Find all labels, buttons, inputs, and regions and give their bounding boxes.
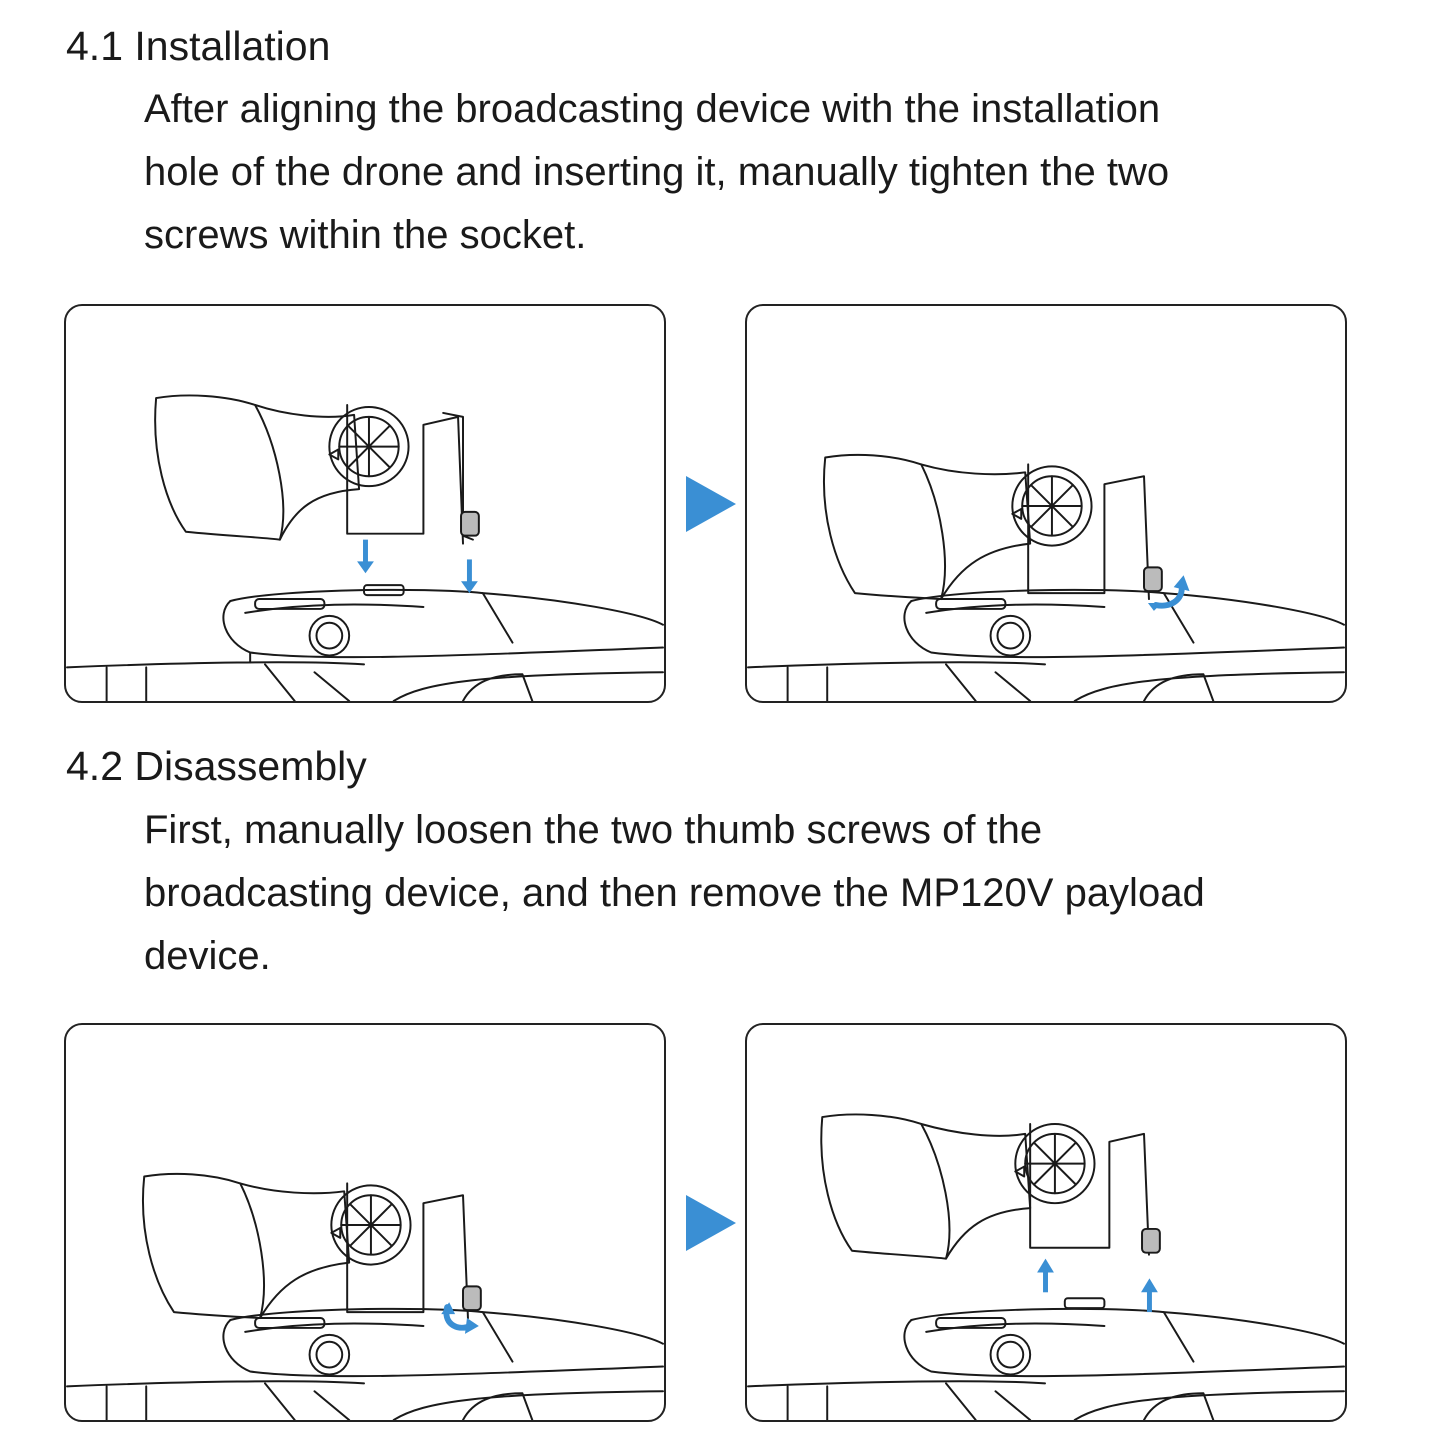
drone-payload-loosen-illustration bbox=[66, 1172, 664, 1420]
drone-payload-removed-illustration bbox=[747, 1113, 1345, 1420]
install-step-1-illustration bbox=[64, 304, 666, 703]
disassembly-instructions: First, manually loosen the two thumb scr… bbox=[144, 808, 1205, 978]
installation-instructions: After aligning the broadcasting device w… bbox=[144, 87, 1170, 257]
drone-payload-illustration bbox=[66, 394, 664, 701]
section-heading-disassembly: 4.2 Disassembly bbox=[66, 743, 367, 789]
disassembly-step-2-illustration bbox=[745, 1023, 1347, 1422]
install-step-2-illustration bbox=[745, 304, 1347, 703]
disassembly-step-1-illustration bbox=[64, 1023, 666, 1422]
section-heading-installation: 4.1 Installation bbox=[66, 23, 331, 69]
next-step-arrow-icon bbox=[686, 1195, 736, 1251]
drone-payload-installed-illustration bbox=[747, 453, 1345, 701]
next-step-arrow-icon bbox=[686, 476, 736, 532]
